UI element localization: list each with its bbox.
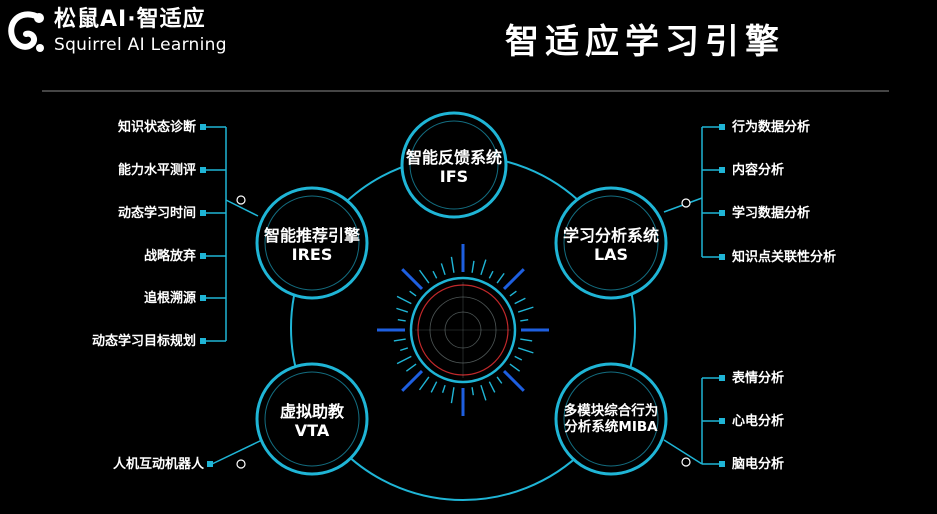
core-ray bbox=[520, 318, 529, 322]
logo-english: Squirrel AI Learning bbox=[54, 35, 227, 55]
core-ray bbox=[405, 363, 417, 372]
ires-item: 动态学习目标规划 bbox=[91, 334, 196, 349]
vta-connector bbox=[211, 439, 263, 465]
core-ray bbox=[440, 263, 446, 276]
core-ray bbox=[396, 307, 409, 313]
core-ray bbox=[502, 369, 525, 392]
core-ray bbox=[401, 268, 424, 291]
node-ires-label: 智能推荐引擎 IRES bbox=[242, 226, 382, 264]
ires-item: 动态学习时间 bbox=[117, 206, 196, 221]
core-ray bbox=[471, 260, 475, 273]
node-ifs bbox=[400, 111, 508, 219]
core-ray bbox=[517, 306, 534, 313]
miba-junction bbox=[681, 457, 691, 467]
ires-item: 能力水平测评 bbox=[117, 163, 196, 178]
node-miba-en: 分析系统MIBA bbox=[564, 419, 658, 436]
node-vta-cn: 虚拟助教 bbox=[279, 402, 344, 421]
miba-item: 脑电分析 bbox=[732, 457, 785, 472]
core-ray bbox=[400, 347, 409, 352]
core-ray bbox=[396, 355, 412, 365]
ires-item: 知识状态诊断 bbox=[117, 120, 196, 135]
logo-chinese: 松鼠AI·智适应 bbox=[54, 7, 206, 32]
ires-item: 战略放弃 bbox=[143, 249, 196, 264]
node-ifs-en: IFS bbox=[439, 167, 469, 187]
node-las bbox=[554, 186, 668, 300]
las-item: 学习数据分析 bbox=[732, 206, 811, 221]
las-bullets bbox=[719, 124, 725, 260]
vta-bullet bbox=[207, 461, 213, 467]
core-ray bbox=[418, 269, 430, 284]
node-las-label: 学习分析系统 LAS bbox=[541, 226, 681, 264]
node-miba-cn: 多模块综合行为 bbox=[563, 403, 659, 419]
core-ray bbox=[432, 270, 438, 279]
node-miba-label: 多模块综合行为 分析系统MIBA bbox=[541, 403, 681, 435]
core-rings bbox=[409, 276, 517, 384]
vta-item: 人机互动机器人 bbox=[112, 457, 204, 472]
core-ray bbox=[396, 295, 412, 305]
miba-bullets bbox=[719, 375, 725, 467]
vta-junction bbox=[236, 459, 246, 469]
node-vta-label: 虚拟助教 VTA bbox=[242, 402, 382, 440]
core-ray bbox=[488, 270, 494, 279]
core-sunburst bbox=[377, 244, 549, 416]
core-ray bbox=[514, 355, 523, 361]
core-ray bbox=[450, 256, 455, 273]
core-ray bbox=[509, 290, 517, 297]
node-las-cn: 学习分析系统 bbox=[562, 226, 659, 245]
core-ray bbox=[488, 381, 496, 393]
ires-bullets bbox=[200, 124, 206, 344]
ires-item: 追根溯源 bbox=[143, 291, 196, 306]
node-ires-cn: 智能推荐引擎 bbox=[263, 226, 360, 245]
node-las-en: LAS bbox=[593, 245, 629, 265]
squirrel-logo-icon bbox=[8, 11, 44, 52]
core-ray bbox=[480, 384, 487, 401]
node-ifs-cn: 智能反馈系统 bbox=[405, 148, 502, 167]
core-ray bbox=[480, 259, 487, 276]
ires-junction bbox=[236, 195, 246, 205]
las-item: 行为数据分析 bbox=[732, 120, 811, 135]
core-ray bbox=[401, 369, 424, 392]
miba-connectors bbox=[702, 377, 722, 465]
core-ray bbox=[517, 347, 534, 354]
core-ray bbox=[496, 376, 503, 384]
core-ray bbox=[509, 363, 521, 372]
las-junction bbox=[681, 198, 691, 208]
node-miba bbox=[554, 362, 668, 476]
brand-logo: 松鼠AI·智适应 Squirrel AI Learning bbox=[6, 6, 236, 62]
miba-item: 心电分析 bbox=[732, 414, 785, 429]
core-ray bbox=[502, 268, 525, 291]
core-ray bbox=[418, 376, 430, 391]
las-item: 内容分析 bbox=[732, 163, 785, 178]
core-ray bbox=[393, 338, 406, 342]
ires-connectors bbox=[203, 126, 226, 342]
las-connectors bbox=[702, 126, 722, 258]
core-ray bbox=[430, 381, 438, 393]
core-ray bbox=[471, 387, 475, 396]
las-item: 知识点关联性分析 bbox=[732, 250, 837, 265]
core-ray bbox=[441, 384, 446, 393]
core-ray bbox=[397, 318, 406, 322]
node-ires bbox=[255, 186, 369, 300]
ires-bracket bbox=[225, 127, 259, 341]
core-ray bbox=[409, 290, 417, 297]
node-vta-en: VTA bbox=[294, 421, 330, 441]
core-ray bbox=[450, 387, 455, 404]
node-ires-en: IRES bbox=[291, 245, 333, 265]
miba-item: 表情分析 bbox=[732, 371, 785, 386]
core-ray bbox=[496, 272, 505, 284]
core-ray bbox=[520, 338, 533, 342]
node-vta bbox=[255, 362, 369, 476]
core-ray bbox=[514, 297, 526, 305]
node-ifs-label: 智能反馈系统 IFS bbox=[384, 148, 524, 186]
page-title: 智适应学习引擎 bbox=[505, 22, 785, 62]
